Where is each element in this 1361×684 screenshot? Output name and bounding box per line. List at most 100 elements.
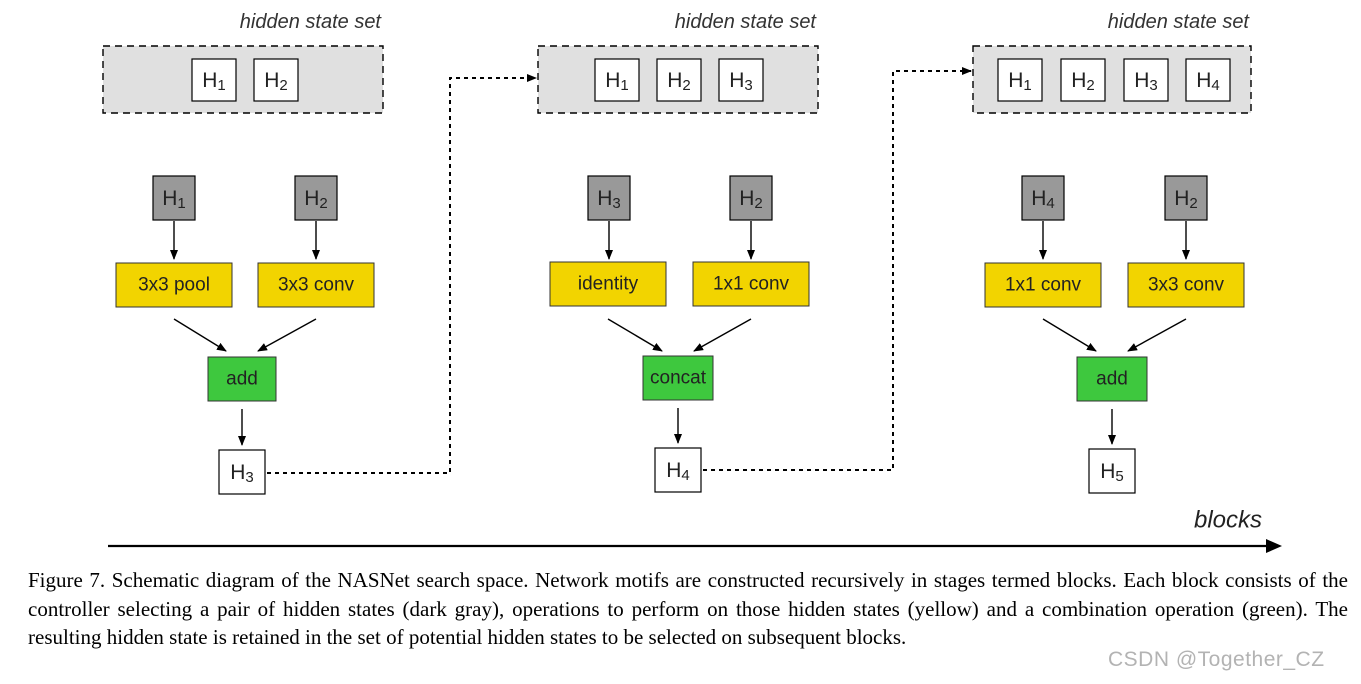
set-hidden-state-label-subscript: 1 bbox=[1023, 77, 1031, 94]
output-hidden-state-label: H5 bbox=[1100, 460, 1124, 485]
set-hidden-state-box bbox=[594, 58, 640, 102]
output-hidden-state-label-subscript: 4 bbox=[681, 467, 689, 484]
watermark: CSDN @Together_CZ bbox=[1108, 648, 1325, 671]
output-hidden-state-label-letter: H bbox=[1100, 460, 1115, 483]
set-hidden-state-label-letter: H bbox=[1071, 69, 1086, 92]
input-hidden-state-left-label: H3 bbox=[597, 187, 621, 212]
set-hidden-state-box bbox=[191, 58, 237, 102]
set-hidden-state-label: H1 bbox=[202, 69, 226, 94]
input-hidden-state-left: H1 bbox=[152, 175, 196, 221]
set-hidden-state: H3 bbox=[1123, 58, 1169, 102]
input-hidden-state-right-label: H2 bbox=[739, 187, 763, 212]
set-hidden-state-label-letter: H bbox=[1008, 69, 1023, 92]
input-hidden-state-left-label-subscript: 1 bbox=[177, 195, 185, 212]
operation-box bbox=[549, 261, 667, 307]
combination-operation: add bbox=[207, 356, 277, 402]
dashed-connector-block1-to-block2 bbox=[267, 74, 537, 474]
set-hidden-state-label: H4 bbox=[1196, 69, 1220, 94]
input-hidden-state-right-label-subscript: 2 bbox=[1189, 195, 1197, 212]
set-hidden-state-label-subscript: 2 bbox=[279, 77, 287, 94]
set-hidden-state-label-subscript: 3 bbox=[744, 77, 752, 94]
set-hidden-state: H3 bbox=[718, 58, 764, 102]
output-hidden-state-label-subscript: 3 bbox=[245, 469, 253, 486]
hidden-state-set-title: hidden state set bbox=[675, 11, 818, 33]
operation-right: 3x3 conv bbox=[257, 262, 375, 308]
input-hidden-state-right-box bbox=[294, 175, 338, 221]
set-hidden-state-label: H1 bbox=[605, 69, 629, 94]
operation-label: 3x3 conv bbox=[1148, 275, 1225, 296]
set-hidden-state: H4 bbox=[1185, 58, 1231, 102]
combination-label: concat bbox=[650, 368, 707, 389]
set-hidden-state-label-letter: H bbox=[1196, 69, 1211, 92]
input-hidden-state-left-label: H1 bbox=[162, 187, 186, 212]
set-hidden-state-label-subscript: 1 bbox=[217, 77, 225, 94]
set-hidden-state-label-letter: H bbox=[667, 69, 682, 92]
hidden-state-set-title: hidden state set bbox=[1108, 11, 1251, 33]
input-hidden-state-left: H3 bbox=[587, 175, 631, 221]
operation-box bbox=[692, 261, 810, 307]
input-hidden-state-right-box bbox=[1164, 175, 1208, 221]
input-hidden-state-right-label-letter: H bbox=[1174, 187, 1189, 210]
combination-label: add bbox=[1096, 369, 1128, 390]
dashed-connector-block2-to-block3 bbox=[703, 67, 972, 471]
input-hidden-state-left-label-letter: H bbox=[1031, 187, 1046, 210]
input-hidden-state-right-label-letter: H bbox=[304, 187, 319, 210]
set-hidden-state-label-subscript: 1 bbox=[620, 77, 628, 94]
output-hidden-state-label-letter: H bbox=[230, 461, 245, 484]
input-hidden-state-right: H2 bbox=[729, 175, 773, 221]
input-hidden-state-left-box bbox=[1021, 175, 1065, 221]
hidden-state-set-title: hidden state set bbox=[240, 11, 383, 33]
input-hidden-state-right: H2 bbox=[294, 175, 338, 221]
input-hidden-state-left-label: H4 bbox=[1031, 187, 1055, 212]
input-hidden-state-left-label-subscript: 4 bbox=[1046, 195, 1054, 212]
set-hidden-state: H1 bbox=[191, 58, 237, 102]
output-hidden-state: H3 bbox=[218, 449, 266, 495]
set-hidden-state-label-letter: H bbox=[1134, 69, 1149, 92]
set-hidden-state: H2 bbox=[1060, 58, 1106, 102]
operation-label: identity bbox=[578, 274, 639, 295]
output-hidden-state: H4 bbox=[654, 447, 702, 493]
set-hidden-state-box bbox=[718, 58, 764, 102]
output-hidden-state: H5 bbox=[1088, 448, 1136, 494]
set-hidden-state-label: H1 bbox=[1008, 69, 1032, 94]
input-hidden-state-right-label: H2 bbox=[304, 187, 328, 212]
set-hidden-state-label-subscript: 3 bbox=[1149, 77, 1157, 94]
output-hidden-state-label-subscript: 5 bbox=[1115, 468, 1123, 485]
operation-box bbox=[1127, 262, 1245, 308]
set-hidden-state-box bbox=[997, 58, 1043, 102]
blocks-axis-label: blocks bbox=[1194, 507, 1262, 534]
set-hidden-state-label: H3 bbox=[1134, 69, 1158, 94]
operation-left: identity bbox=[549, 261, 667, 307]
arrow-op-to-combine-right bbox=[257, 318, 317, 352]
output-hidden-state-box bbox=[1088, 448, 1136, 494]
input-hidden-state-left-label-subscript: 3 bbox=[612, 195, 620, 212]
input-hidden-state-right: H2 bbox=[1164, 175, 1208, 221]
operation-label: 1x1 conv bbox=[1005, 275, 1082, 296]
arrow-op-to-combine-left bbox=[173, 318, 227, 352]
arrow-op-to-combine-right bbox=[693, 318, 752, 352]
set-hidden-state-label: H2 bbox=[667, 69, 691, 94]
combination-operation: add bbox=[1076, 356, 1148, 402]
operation-right: 3x3 conv bbox=[1127, 262, 1245, 308]
output-hidden-state-label: H4 bbox=[666, 459, 690, 484]
operation-label: 3x3 conv bbox=[278, 275, 355, 296]
blocks-axis-arrowhead bbox=[1266, 539, 1282, 553]
input-hidden-state-right-label-subscript: 2 bbox=[754, 195, 762, 212]
combination-box bbox=[1076, 356, 1148, 402]
input-hidden-state-right-label-subscript: 2 bbox=[319, 195, 327, 212]
input-hidden-state-left-label-letter: H bbox=[162, 187, 177, 210]
operation-box bbox=[257, 262, 375, 308]
set-hidden-state-box bbox=[656, 58, 702, 102]
set-hidden-state-label-subscript: 2 bbox=[1086, 77, 1094, 94]
input-hidden-state-left-box bbox=[152, 175, 196, 221]
input-hidden-state-left-label-letter: H bbox=[597, 187, 612, 210]
input-hidden-state-right-box bbox=[729, 175, 773, 221]
set-hidden-state-label-letter: H bbox=[729, 69, 744, 92]
arrow-op-to-combine-left bbox=[1042, 318, 1097, 352]
set-hidden-state-label-subscript: 4 bbox=[1211, 77, 1219, 94]
set-hidden-state: H1 bbox=[997, 58, 1043, 102]
set-hidden-state-box bbox=[253, 58, 299, 102]
